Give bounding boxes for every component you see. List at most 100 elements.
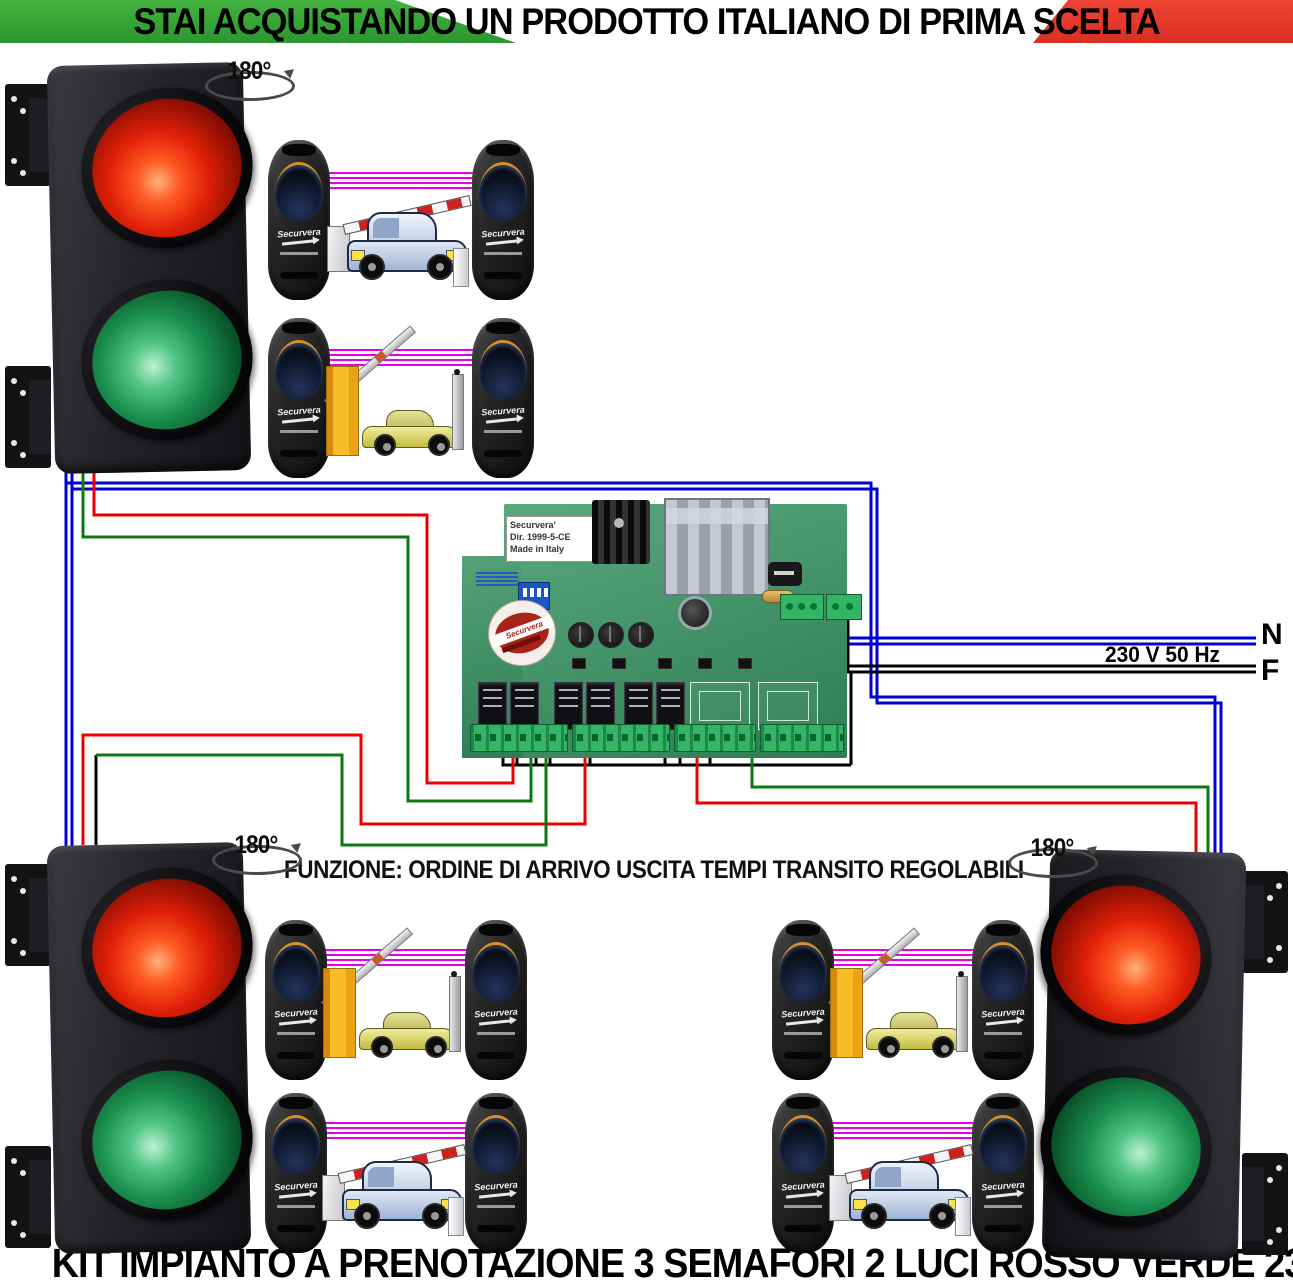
silkscreen-text — [476, 570, 518, 588]
gate-scene-yellow-barrier — [822, 927, 974, 1062]
photocell-top-notch — [282, 322, 316, 334]
infrared-beam — [326, 187, 476, 189]
photocell-url-line — [280, 430, 318, 433]
relay-footprint — [758, 682, 818, 730]
infrared-beam — [326, 177, 476, 179]
gate-scene-striped-barrier — [321, 195, 472, 291]
photocell-top-notch — [282, 144, 316, 156]
infrared-beam — [326, 349, 476, 351]
control-board: Securvera' Dir. 1999-5-CE Made in Italy … — [462, 498, 862, 758]
infrared-beam — [323, 1127, 469, 1129]
mount-bracket — [5, 864, 51, 966]
photocell-sensor: Securvera — [972, 1093, 1034, 1253]
photocell-gate-group: Securvera Securvera — [268, 318, 534, 493]
terminal-strip — [760, 724, 844, 752]
traffic-light — [1023, 845, 1288, 1265]
photocell-sensor: Securvera — [465, 1093, 527, 1253]
maker-line-3: Made in Italy — [510, 544, 565, 554]
photocell-gate-group: Securvera Securvera — [265, 920, 527, 1095]
photocell-lens — [979, 942, 1027, 1001]
photocell-sensor: Securvera — [772, 1093, 834, 1253]
photocell-url-line — [784, 1032, 822, 1035]
photocell-gate-group: Securvera Securvera — [268, 140, 534, 315]
photocell-top-notch — [986, 1097, 1020, 1109]
gate-scene-yellow-barrier — [318, 325, 470, 460]
receiver-pillar — [955, 1197, 971, 1236]
mount-bracket — [1242, 1153, 1288, 1255]
trimmer-pot — [598, 622, 624, 648]
red-lamp-wires — [81, 440, 1198, 858]
relay — [554, 682, 583, 730]
infrared-beam — [326, 359, 476, 361]
function-caption: FUNZIONE: ORDINE DI ARRIVO USCITA TEMPI … — [284, 856, 1024, 884]
ic-chip — [658, 658, 672, 669]
receiver-pillar — [453, 248, 469, 287]
mount-bracket — [5, 366, 51, 468]
yellow-barrier-cabinet — [326, 366, 359, 456]
photocell-sensor: Securvera — [465, 920, 527, 1080]
infrared-beam — [830, 949, 976, 951]
banner-text: STAI ACQUISTANDO UN PRODOTTO ITALIANO DI… — [133, 1, 1160, 42]
trimmer-pot — [568, 622, 594, 648]
mains-terminal — [826, 594, 862, 620]
photocell-sensor: Securvera — [268, 140, 330, 300]
blue-car — [849, 1161, 969, 1229]
rotation-180-badge: 180° — [1006, 834, 1101, 878]
infrared-beam — [323, 954, 469, 956]
slim-post — [956, 971, 968, 1052]
board-maker-label: Securvera' Dir. 1999-5-CE Made in Italy — [506, 516, 598, 562]
photocell-top-notch — [786, 924, 820, 936]
photocell-slot — [484, 272, 522, 279]
photocell-slot — [280, 450, 318, 457]
photocell-sensor: Securvera — [265, 1093, 327, 1253]
gate-scene-yellow-barrier — [315, 927, 467, 1062]
traffic-light — [5, 58, 270, 478]
photocell-gate-group: Securvera Securvera — [772, 1093, 1034, 1268]
relay — [586, 682, 615, 730]
mains-rating-label: 230 V 50 Hz — [1104, 642, 1221, 667]
infrared-beam — [830, 1132, 976, 1134]
infrared-beam — [326, 354, 476, 356]
photocell-slot — [277, 1225, 315, 1232]
photocell-lens — [479, 162, 527, 221]
ic-chip — [698, 658, 712, 669]
photocell-top-notch — [279, 1097, 313, 1109]
heatsink — [592, 500, 650, 564]
photocell-url-line — [984, 1205, 1022, 1208]
photocell-sensor: Securvera — [772, 920, 834, 1080]
relay — [510, 682, 539, 730]
photocell-slot — [477, 1225, 515, 1232]
photocell-sensor: Securvera — [268, 318, 330, 478]
photocell-url-line — [784, 1205, 822, 1208]
trimmer-pot — [628, 622, 654, 648]
yellow-barrier-cabinet — [830, 968, 863, 1058]
infrared-beam — [830, 959, 976, 961]
ic-chip — [738, 658, 752, 669]
photocell-lens — [479, 340, 527, 399]
photocell-slot — [984, 1052, 1022, 1059]
photocell-slot — [984, 1225, 1022, 1232]
photocell-lens — [779, 1115, 827, 1174]
maker-line-1: Securvera' — [510, 520, 556, 530]
photocell-lens — [472, 942, 520, 1001]
photocell-lens — [272, 1115, 320, 1174]
mount-bracket — [5, 84, 51, 186]
photocell-lens — [979, 1115, 1027, 1174]
photocell-sensor: Securvera — [265, 920, 327, 1080]
photocell-lens — [275, 162, 323, 221]
rotation-ellipse-arrow — [212, 845, 302, 875]
top-banner: STAI ACQUISTANDO UN PRODOTTO ITALIANO DI… — [0, 0, 1293, 43]
photocell-sensor: Securvera — [472, 140, 534, 300]
infrared-beam — [830, 954, 976, 956]
rotation-180-badge: 180° — [210, 831, 305, 875]
photocell-top-notch — [479, 924, 513, 936]
infrared-beam — [323, 949, 469, 951]
photocell-slot — [484, 450, 522, 457]
rotation-ellipse-arrow — [205, 71, 295, 101]
photocell-top-notch — [786, 1097, 820, 1109]
rotation-label: 180° — [227, 57, 272, 85]
infrared-beam — [326, 172, 476, 174]
photocell-url-line — [277, 1205, 315, 1208]
photocell-gate-group: Securvera Securvera — [772, 920, 1034, 1095]
photocell-top-notch — [479, 1097, 513, 1109]
